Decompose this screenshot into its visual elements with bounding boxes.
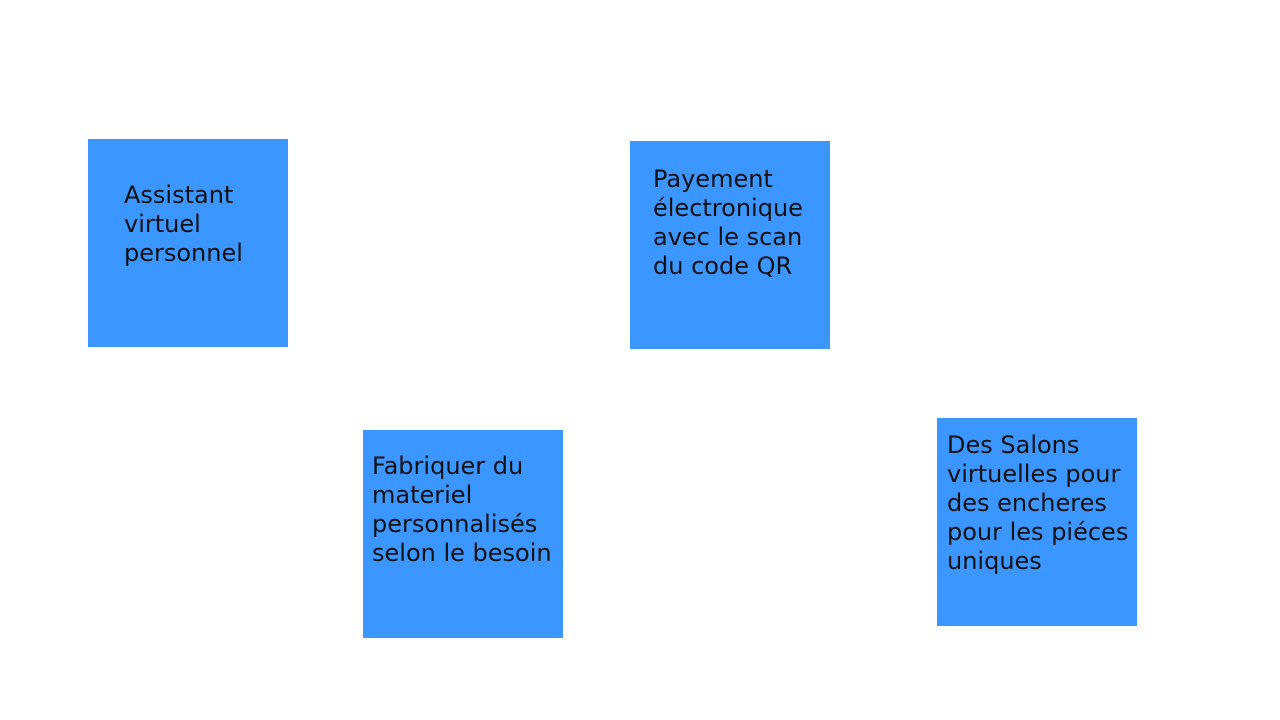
sticky-note-fabriquer[interactable]: Fabriquer du materiel personnalisés selo… (363, 430, 563, 638)
sticky-note-salons[interactable]: Des Salons virtuelles pour des encheres … (937, 418, 1137, 626)
note-text: Assistant virtuel personnel (124, 181, 243, 267)
note-text: Fabriquer du materiel personnalisés selo… (372, 452, 552, 567)
note-text: Des Salons virtuelles pour des encheres … (947, 431, 1129, 575)
sticky-note-assistant[interactable]: Assistant virtuel personnel (88, 139, 288, 347)
note-text: Payement électronique avec le scan du co… (653, 165, 803, 280)
sticky-note-payement[interactable]: Payement électronique avec le scan du co… (630, 141, 830, 349)
